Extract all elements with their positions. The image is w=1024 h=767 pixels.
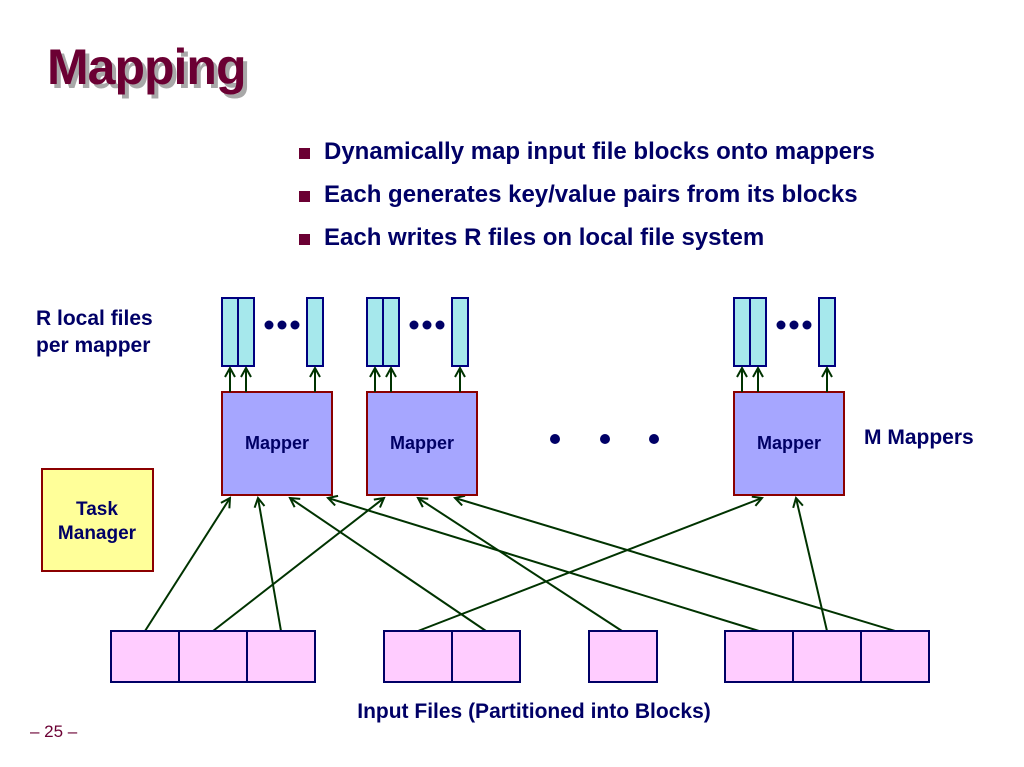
local-file [451, 297, 469, 367]
local-file [382, 297, 400, 367]
bullet-square-icon [299, 234, 310, 245]
bullet-item: Dynamically map input file blocks onto m… [297, 136, 875, 179]
assignment-arrow [144, 498, 230, 632]
bullet-list: Dynamically map input file blocks onto m… [297, 136, 875, 265]
mapper-box [366, 391, 478, 496]
bullet-item: Each generates key/value pairs from its … [297, 179, 875, 222]
bullet-item: Each writes R files on local file system [297, 222, 875, 265]
input-files-label: Input Files (Partitioned into Blocks) [357, 700, 711, 723]
slide-title: Mapping [47, 39, 247, 95]
r-local-files-label: R local files per mapper [36, 305, 153, 359]
file-ellipsis-dot [776, 320, 786, 330]
mapper-group: Mapper [733, 297, 845, 496]
local-file [237, 297, 255, 367]
file-ellipsis-dot [435, 320, 445, 330]
mapper-group: Mapper [221, 297, 333, 496]
assignment-arrow [258, 498, 282, 632]
m-mappers-label: M Mappers [864, 426, 974, 449]
task-manager-box [41, 468, 154, 572]
file-ellipsis-dot [422, 320, 432, 330]
local-file [306, 297, 324, 367]
file-ellipsis-dot [264, 320, 274, 330]
input-block [178, 630, 248, 683]
input-block [110, 630, 180, 683]
input-block [792, 630, 862, 683]
r-local-files-label-line1: R local files [36, 307, 153, 330]
file-ellipsis-dot [277, 320, 287, 330]
assignment-arrow [796, 498, 828, 632]
task-manager-label-line1: Task [76, 499, 118, 520]
mapper-box [733, 391, 845, 496]
input-block [588, 630, 658, 683]
mapper-label: Mapper [245, 433, 309, 453]
r-local-files-label-line2: per mapper [36, 334, 151, 357]
file-ellipsis-dot [290, 320, 300, 330]
input-block [246, 630, 316, 683]
mapper-label: Mapper [390, 433, 454, 453]
local-file [818, 297, 836, 367]
bullet-text: Dynamically map input file blocks onto m… [324, 138, 875, 165]
assignment-arrow [328, 498, 760, 632]
local-file [366, 297, 384, 367]
local-file [733, 297, 751, 367]
input-block [451, 630, 521, 683]
task-manager-label-line2: Manager [58, 523, 137, 544]
input-block [860, 630, 930, 683]
assignment-arrow [417, 498, 762, 632]
bullet-square-icon [299, 191, 310, 202]
input-block [383, 630, 453, 683]
ellipsis-dot [600, 434, 610, 444]
file-ellipsis-dot [409, 320, 419, 330]
page-number: – 25 – [30, 722, 78, 741]
ellipsis-dot [649, 434, 659, 444]
mapper-box [221, 391, 333, 496]
assignment-arrow [418, 498, 623, 632]
mapper-label: Mapper [757, 433, 821, 453]
bullet-square-icon [299, 148, 310, 159]
file-ellipsis-dot [802, 320, 812, 330]
local-file [221, 297, 239, 367]
local-file [749, 297, 767, 367]
file-ellipsis-dot [789, 320, 799, 330]
bullet-text: Each generates key/value pairs from its … [324, 181, 858, 208]
input-block [724, 630, 794, 683]
bullet-text: Each writes R files on local file system [324, 224, 765, 251]
assignment-arrow [290, 498, 487, 632]
assignment-arrow [212, 498, 384, 632]
mapper-group: Mapper [366, 297, 478, 496]
ellipsis-dot [550, 434, 560, 444]
